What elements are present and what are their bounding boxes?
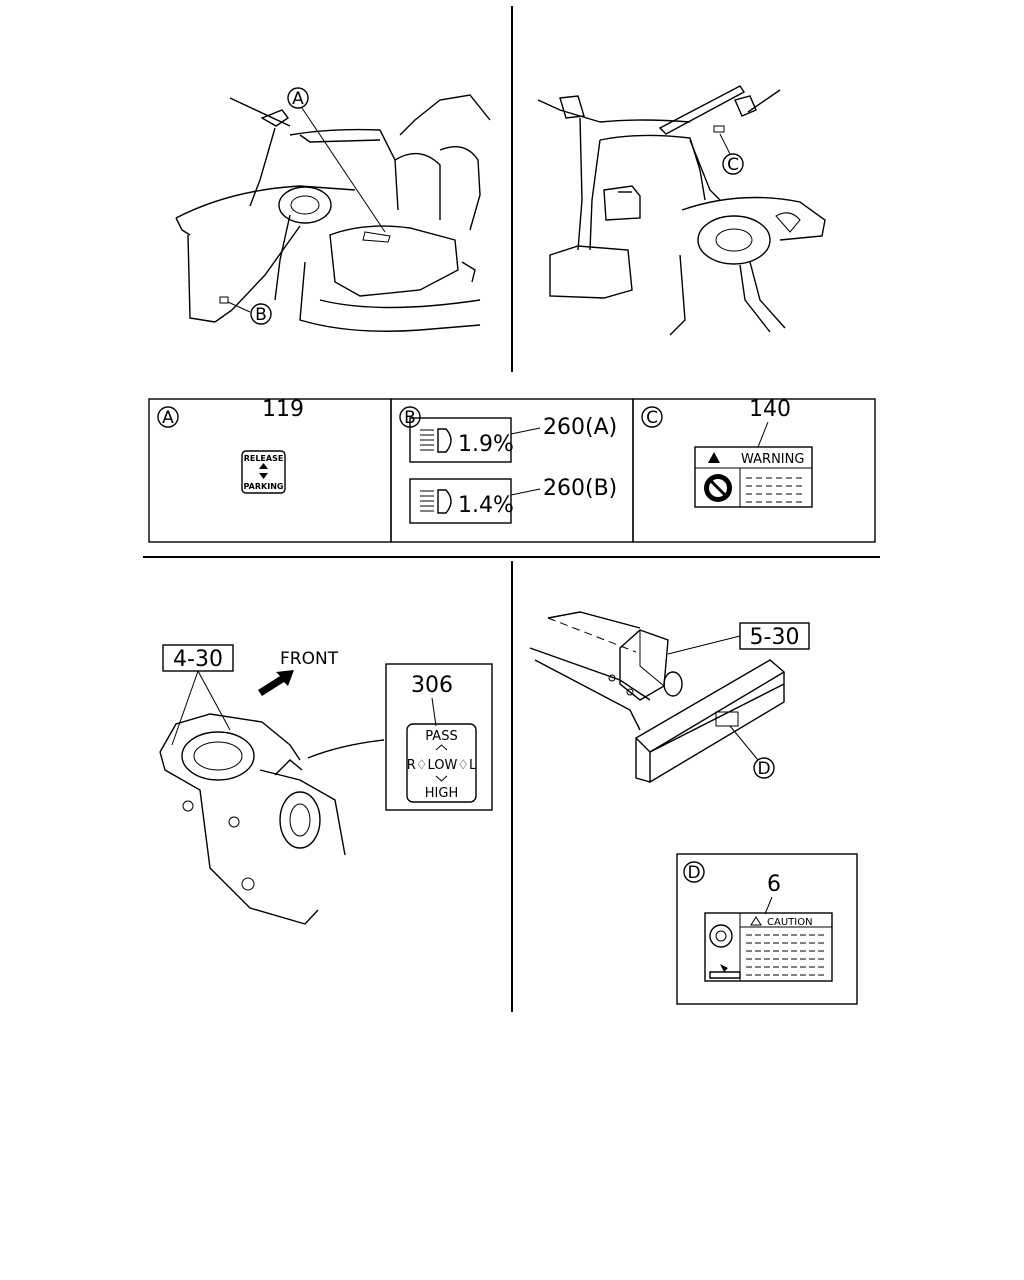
headlamp-label-2-part: 260(B) (543, 476, 617, 501)
up-arrow-icon (259, 463, 268, 469)
low-label: R♢LOW♢L (407, 758, 477, 773)
callout-c-letter: C (727, 155, 739, 175)
headlamp-label-2-value: 1.4% (458, 493, 514, 518)
ref-5-30-leader (667, 635, 741, 655)
callout-d-circle (753, 757, 775, 779)
warning-triangle-icon (708, 452, 720, 463)
callout-b-leader (227, 301, 251, 313)
headlamp-label-1: 1.9% (409, 417, 514, 463)
prohibition-icon (704, 474, 732, 502)
panel-c-part-number: 140 (749, 397, 791, 422)
callout-a-leader (301, 107, 386, 233)
warning-label: WARNING (694, 446, 813, 508)
high-label: HIGH (425, 786, 458, 801)
panel-d-part-number: 6 (767, 872, 781, 897)
pass-label: PASS (425, 729, 457, 744)
chevron-up-icon (435, 744, 448, 751)
panel-c-frame (632, 398, 876, 543)
callout-b-letter: B (255, 305, 267, 325)
callout-c-leader (719, 133, 731, 155)
front-arrow-icon (258, 670, 294, 696)
panel-d-frame (676, 853, 858, 1005)
label-1-leader (510, 427, 541, 435)
panel-a-letter-circle (157, 406, 179, 428)
ref-4-30-label: 4-30 (173, 647, 223, 672)
callout-a-circle (287, 87, 309, 109)
panel-c-letter-circle (641, 406, 663, 428)
dimmer-switch-part-number: 306 (411, 673, 453, 698)
headlamp-beam-icon (420, 428, 452, 453)
callout-d-leader (729, 725, 759, 761)
headlamp-label-1-part: 260(A) (543, 415, 617, 440)
cab-interior-right-drawing (537, 85, 826, 336)
label-2-leader (510, 488, 541, 496)
panel-a-part-number: 119 (262, 397, 304, 422)
panel-d-letter-circle (683, 861, 705, 883)
label-d-location (715, 711, 739, 727)
combination-switch-drawing (159, 713, 385, 925)
panel-d-leader (764, 896, 773, 915)
parking-label-text: PARKING (244, 482, 284, 491)
down-arrow-icon (259, 473, 268, 479)
dimmer-switch-label: PASS R♢LOW♢L HIGH (406, 723, 477, 803)
callout-c-circle (722, 153, 744, 175)
wheel-nut-icon (709, 924, 733, 948)
headlamp-label-2: 1.4% (409, 478, 514, 524)
panel-d-letter: D (687, 863, 700, 883)
ref-4-30-leaders (171, 670, 231, 746)
wrench-icon (709, 964, 741, 979)
panel-c-letter: C (646, 408, 658, 428)
chevron-down-icon (435, 775, 448, 782)
panel-c-leader (757, 421, 769, 448)
dimmer-switch-detail-frame (385, 663, 493, 811)
callout-a-letter: A (292, 89, 304, 109)
cab-interior-left-drawing (175, 94, 491, 332)
callout-d-letter: D (757, 759, 770, 779)
front-label: FRONT (280, 649, 339, 669)
release-label-text: RELEASE (244, 454, 284, 463)
headlamp-beam-icon (420, 489, 452, 514)
callout-b-circle (250, 303, 272, 325)
caution-triangle-icon (750, 916, 762, 926)
panel-a-letter: A (162, 408, 174, 428)
dimmer-switch-leader (431, 697, 437, 727)
chassis-frame-drawing (529, 611, 786, 784)
warning-label-text: WARNING (741, 452, 804, 467)
headlamp-label-1-value: 1.9% (458, 432, 514, 457)
caution-label: CAUTION (704, 912, 833, 982)
ref-5-30-label: 5-30 (750, 625, 800, 650)
release-parking-label: RELEASE PARKING (241, 450, 286, 494)
caution-label-text: CAUTION (767, 917, 813, 928)
